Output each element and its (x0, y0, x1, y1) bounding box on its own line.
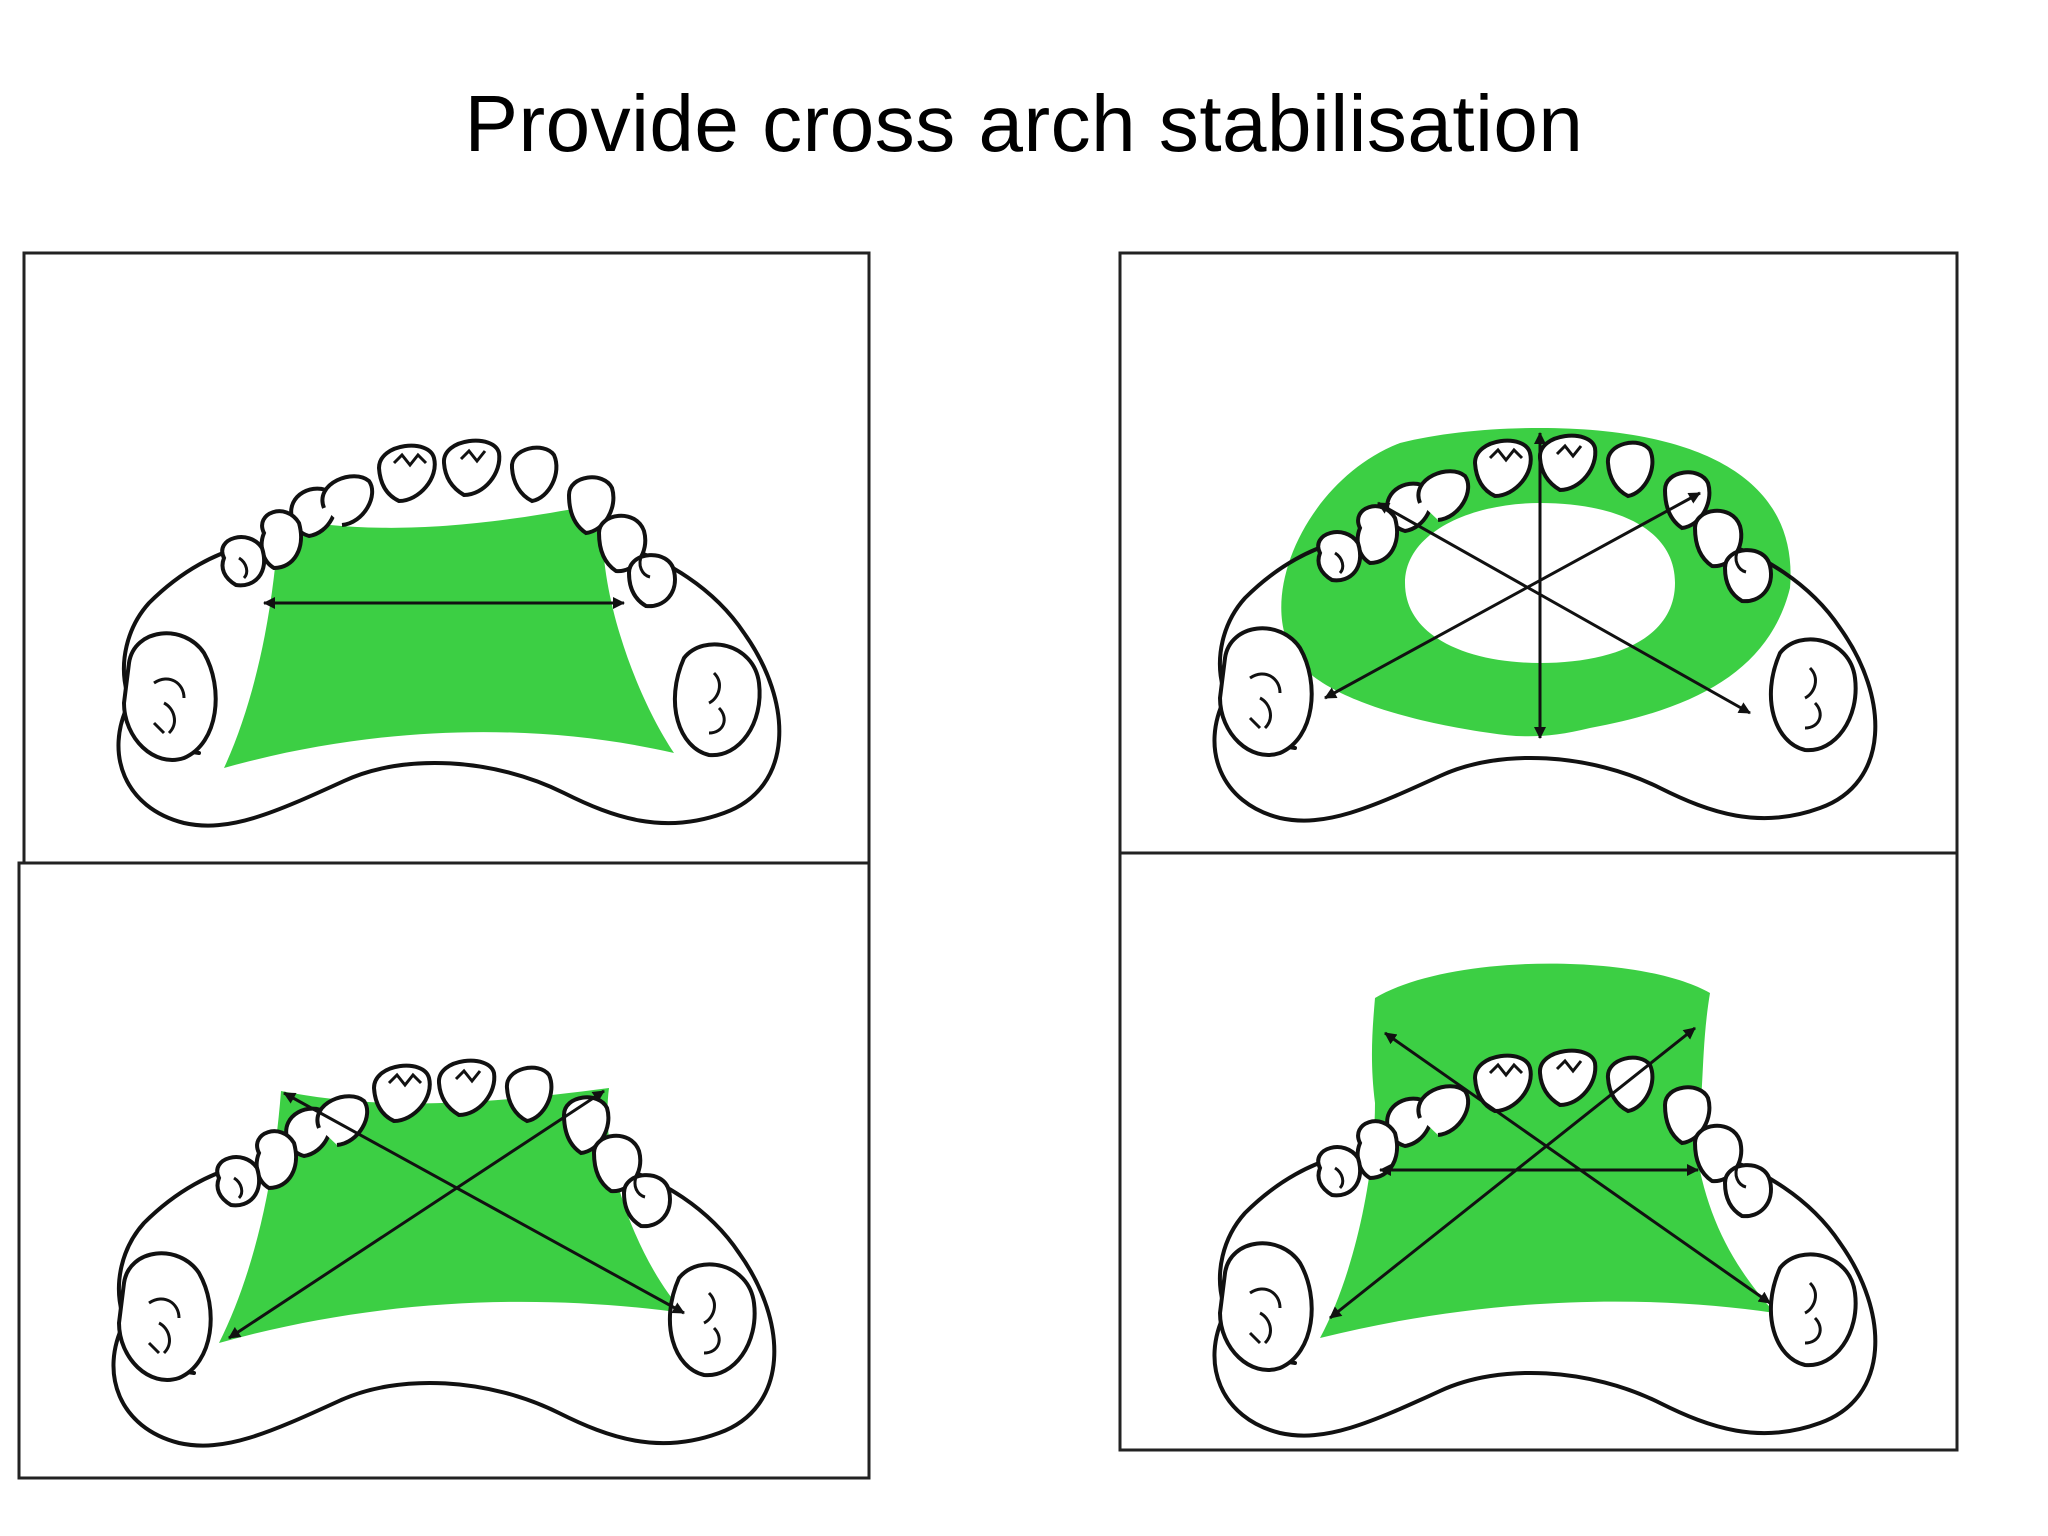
connector-strap (224, 503, 674, 768)
arrow-diagonal-2 (1324, 491, 1701, 700)
slide-title: Provide cross arch stabilisation (464, 79, 1584, 168)
panel-top-left (22, 251, 871, 865)
arrow-diagonal-2 (228, 1089, 605, 1340)
panel-bottom-right (1118, 851, 1959, 1452)
panel-top-right (1118, 251, 1959, 855)
panel-bottom-left (17, 861, 871, 1480)
